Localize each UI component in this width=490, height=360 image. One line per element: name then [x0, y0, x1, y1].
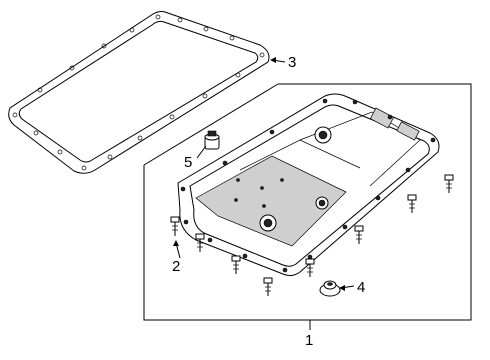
oil-pan-icon — [177, 93, 440, 277]
callout-3: 3 — [288, 54, 296, 71]
callout-4: 4 — [357, 279, 365, 296]
bolt-icon — [305, 258, 315, 277]
bolt-icons — [170, 174, 454, 296]
drain-plug-icon — [204, 130, 220, 150]
bolt-icon — [195, 233, 205, 252]
gasket-icon — [8, 11, 270, 174]
bolt-icon — [263, 277, 273, 296]
callout-5: 5 — [184, 154, 192, 171]
bolt-icon — [354, 225, 364, 244]
grommet-icon — [319, 280, 341, 297]
bolt-icon — [231, 255, 241, 274]
callout-2: 2 — [172, 258, 180, 275]
callout-1: 1 — [305, 332, 313, 349]
leader-lines — [173, 57, 355, 330]
bolt-icon — [444, 174, 454, 193]
bolt-icon — [170, 216, 180, 236]
bolt-icon — [407, 194, 417, 213]
assembly-frame — [143, 83, 472, 321]
